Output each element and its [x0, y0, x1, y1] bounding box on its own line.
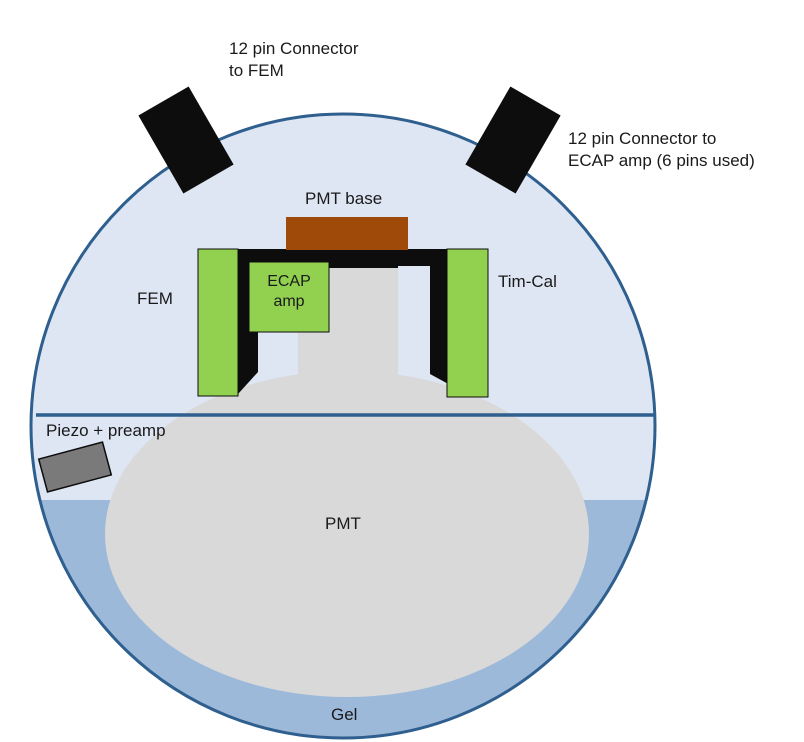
fem-board	[197, 248, 239, 397]
ecap-amp-label: ECAP amp	[249, 272, 329, 312]
ecap-amp-board	[248, 261, 330, 333]
gel-label: Gel	[331, 705, 358, 724]
ecap-amp-label-line2: amp	[273, 293, 305, 310]
fem-label: FEM	[137, 289, 173, 308]
ecap-amp-label-line1: ECAP	[267, 273, 311, 290]
connector-fem-label-line2: to FEM	[229, 61, 284, 80]
sphere-outline	[29, 112, 657, 740]
pmt-bulb	[105, 371, 589, 697]
connector-fem	[138, 86, 234, 194]
tim-cal-board	[446, 248, 489, 398]
connector-ecap	[465, 86, 561, 194]
tim-cal-label: Tim-Cal	[498, 272, 557, 291]
piezo-preamp	[37, 441, 113, 493]
connector-ecap-label-line1: 12 pin Connector to	[568, 129, 717, 148]
pmt-label: PMT	[325, 514, 361, 533]
piezo-label: Piezo + preamp	[46, 421, 166, 440]
connector-fem-label-line1: 12 pin Connector	[229, 39, 359, 58]
connector-ecap-label: 12 pin Connector to ECAP amp (6 pins use…	[568, 128, 755, 172]
connector-fem-label: 12 pin Connector to FEM	[229, 38, 358, 82]
pmt-base-label: PMT base	[305, 189, 383, 208]
connector-ecap-label-line2: ECAP amp (6 pins used)	[568, 151, 755, 170]
pmt-base	[286, 217, 408, 250]
